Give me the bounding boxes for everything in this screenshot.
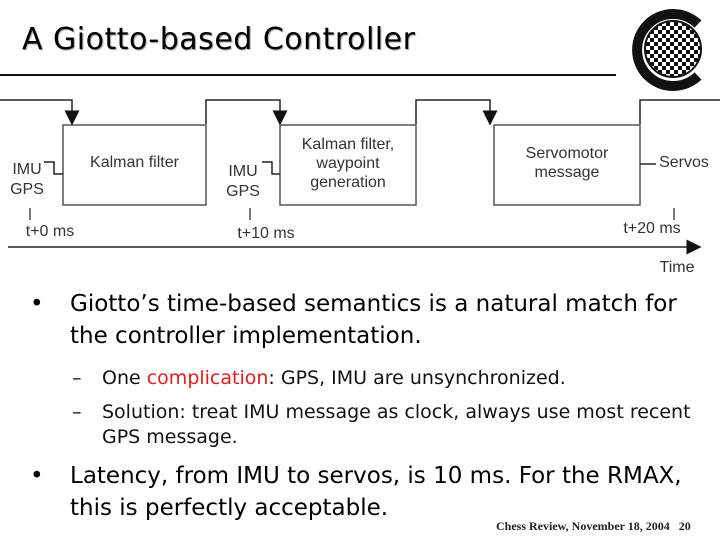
page-number: 20 bbox=[678, 519, 691, 533]
bullet-1: • Giotto’s time-based semantics is a nat… bbox=[30, 288, 700, 352]
slide-title: A Giotto-based Controller bbox=[22, 22, 416, 57]
bullet-dot-icon: • bbox=[30, 463, 44, 489]
feedback-arrow-4 bbox=[639, 99, 720, 124]
footer-text: Chess Review, November 18, 2004 bbox=[496, 519, 670, 533]
feedback-arrow-1 bbox=[0, 99, 80, 126]
feedback-arrow-3 bbox=[415, 99, 498, 126]
dash-icon: – bbox=[72, 367, 82, 389]
input-label-imu-2: IMU bbox=[228, 163, 258, 180]
chess-logo-icon bbox=[632, 9, 702, 91]
timestamp-t20: t+20 ms bbox=[623, 220, 681, 237]
sub-bullet-2-text: Solution: treat IMU message as clock, al… bbox=[102, 401, 691, 448]
box-label-servomotor: Servomotor message bbox=[525, 145, 609, 181]
sub-bullet-1: – One complication: GPS, IMU are unsynch… bbox=[72, 366, 692, 391]
sub-bullet-2: – Solution: treat IMU message as clock, … bbox=[72, 400, 692, 450]
timestamp-t0: t+0 ms bbox=[25, 223, 75, 240]
sub-bullet-1-text: One complication: GPS, IMU are unsynchro… bbox=[102, 367, 566, 389]
input-label-gps-1: GPS bbox=[10, 181, 44, 198]
dash-icon: – bbox=[72, 401, 82, 423]
timestamp-t10: t+10 ms bbox=[237, 225, 295, 242]
feedback-arrow-2 bbox=[205, 99, 288, 126]
time-axis-label: Time bbox=[659, 259, 695, 276]
box-label-kalman: Kalman filter bbox=[90, 154, 179, 171]
slide-footer: Chess Review, November 18, 2004 20 bbox=[496, 519, 691, 534]
timing-diagram bbox=[0, 99, 720, 255]
input-label-gps-2: GPS bbox=[226, 183, 260, 200]
input-connector-1 bbox=[44, 161, 63, 175]
input-connector-2 bbox=[262, 161, 280, 175]
bullet-dot-icon: • bbox=[30, 291, 44, 317]
kalman-filter-box bbox=[62, 124, 207, 206]
servomotor-box bbox=[493, 124, 641, 206]
bullet-1-text: Giotto’s time-based semantics is a natur… bbox=[70, 291, 677, 349]
highlight-complication: complication bbox=[146, 367, 269, 389]
bullet-2-text: Latency, from IMU to servos, is 10 ms. F… bbox=[70, 463, 682, 521]
waypoint-box bbox=[279, 124, 417, 206]
box-label-waypoint: Kalman filter, waypoint generation bbox=[301, 136, 395, 191]
title-divider bbox=[0, 74, 616, 76]
output-label-servos: Servos bbox=[659, 154, 709, 171]
input-label-imu-1: IMU bbox=[12, 161, 42, 178]
bullet-2: • Latency, from IMU to servos, is 10 ms.… bbox=[30, 460, 710, 524]
